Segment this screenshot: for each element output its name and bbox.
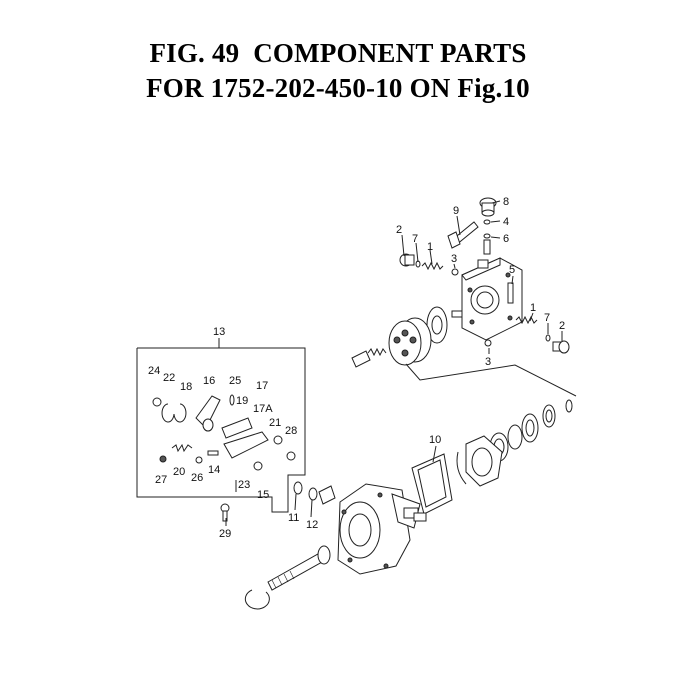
- callout-29: 29: [219, 528, 231, 540]
- pump-housing-upper: [461, 257, 523, 341]
- washer-26: [195, 456, 203, 464]
- shaft-seal: [317, 545, 331, 565]
- plug-2-right: [552, 340, 570, 354]
- callout-1-left: 1: [427, 241, 433, 253]
- callout-2-right: 2: [559, 320, 565, 332]
- washer-21: [273, 435, 283, 445]
- spring-18: [161, 403, 187, 423]
- part-12: [308, 487, 318, 501]
- figure-title-line-1: FIG. 49 COMPONENT PARTS: [149, 38, 527, 68]
- pin-14: [207, 450, 219, 456]
- swash-plate: [456, 435, 503, 487]
- circlip: [244, 589, 270, 610]
- washer-15: [253, 461, 263, 471]
- drive-shaft: [267, 553, 323, 591]
- piston: [351, 350, 371, 368]
- o-ring-6: [483, 233, 491, 239]
- callout-18: 18: [180, 381, 192, 393]
- callout-9: 9: [453, 205, 459, 217]
- plug-8: [479, 197, 497, 217]
- callout-3-upper: 3: [451, 253, 457, 265]
- subassembly-13-frame: [136, 347, 306, 513]
- ball-3-lower: [484, 339, 492, 347]
- gasket-10: [411, 453, 453, 515]
- callout-17: 17: [256, 380, 268, 392]
- shaft-19: [221, 417, 253, 439]
- callout-20: 20: [173, 466, 185, 478]
- callout-7-right: 7: [544, 312, 550, 324]
- callout-17a: 17A: [253, 403, 273, 415]
- bolt-29: [220, 503, 230, 522]
- seal-4: [483, 219, 491, 225]
- cylinder-block: [388, 317, 432, 366]
- part-25: [229, 394, 235, 406]
- nut-27: [159, 455, 167, 463]
- pin: [451, 310, 463, 318]
- callout-10: 10: [429, 434, 441, 446]
- washer-24: [152, 397, 162, 407]
- o-ring-7-right: [545, 334, 551, 342]
- callout-13: 13: [213, 326, 225, 338]
- callout-22: 22: [163, 372, 175, 384]
- spring-1-left: [421, 261, 444, 271]
- spring-1-right: [515, 315, 538, 325]
- callout-1-right: 1: [530, 302, 536, 314]
- bearing-stack: [489, 399, 573, 462]
- callout-3-lower: 3: [485, 356, 491, 368]
- callout-23: 23: [238, 479, 250, 491]
- arm-23: [223, 431, 269, 459]
- callout-26: 26: [191, 472, 203, 484]
- spring-20: [171, 443, 193, 453]
- callout-15: 15: [257, 489, 269, 501]
- ball-3-upper: [451, 268, 459, 276]
- callout-11: 11: [288, 512, 299, 524]
- callout-5: 5: [509, 264, 515, 276]
- callout-21: 21: [269, 417, 281, 429]
- plug-2-left: [399, 253, 415, 267]
- callout-12: 12: [306, 519, 318, 531]
- bolt-9: [447, 221, 479, 249]
- callout-14: 14: [208, 464, 220, 476]
- callout-19: 19: [236, 395, 248, 407]
- part-11: [293, 481, 303, 495]
- block-spring: [367, 347, 387, 357]
- callout-28: 28: [285, 425, 297, 437]
- lever-16: [195, 395, 221, 432]
- callout-25: 25: [229, 375, 241, 387]
- callout-27: 27: [155, 474, 167, 486]
- callout-4: 4: [503, 216, 509, 228]
- callout-6: 6: [503, 233, 509, 245]
- main-housing: [337, 483, 427, 575]
- callout-16: 16: [203, 375, 215, 387]
- nut-28: [286, 451, 296, 461]
- figure-title-line-2: FOR 1752-202-450-10 ON Fig.10: [146, 73, 530, 103]
- callout-24: 24: [148, 365, 160, 377]
- callout-8: 8: [503, 196, 509, 208]
- callout-7-left: 7: [412, 233, 418, 245]
- callout-2-left: 2: [396, 224, 402, 236]
- bolt-5: [507, 282, 514, 304]
